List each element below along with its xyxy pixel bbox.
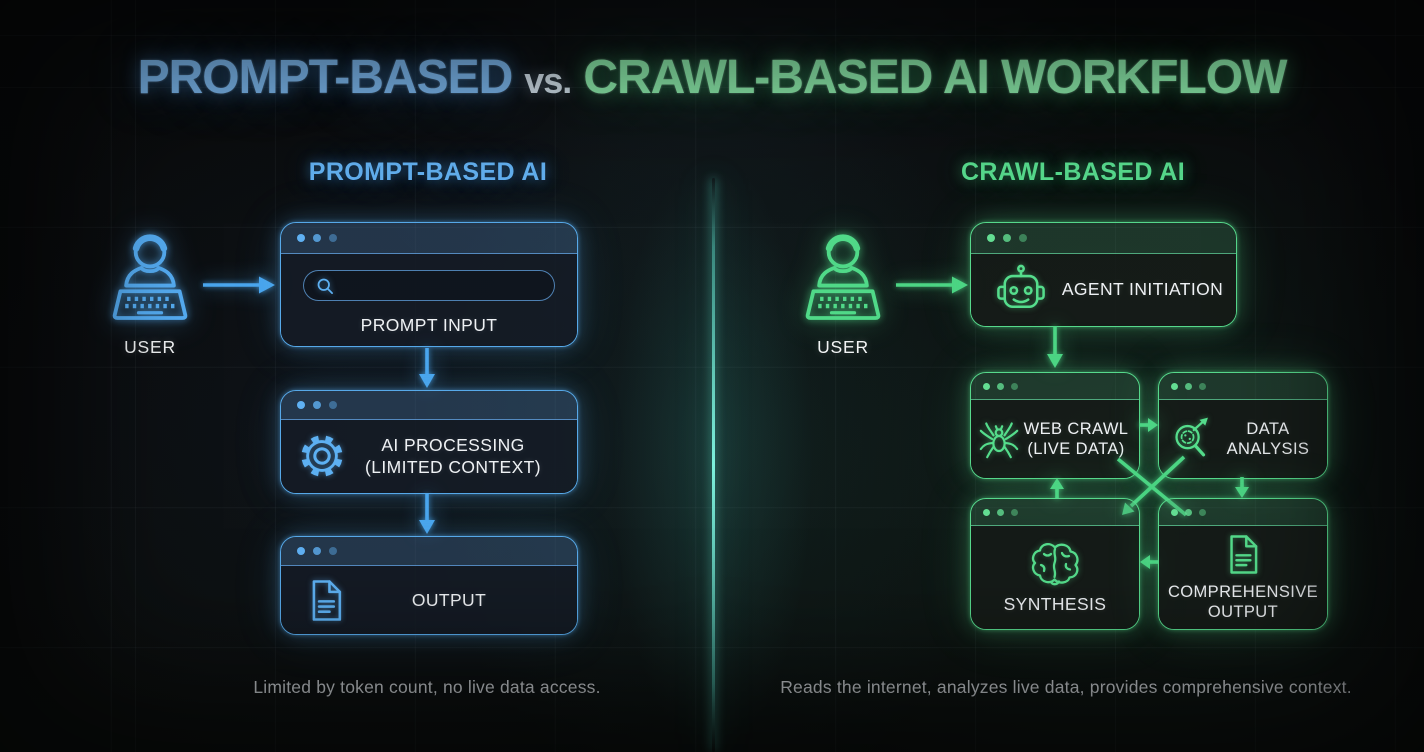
robot-icon [997,264,1045,309]
agent-initiation-label: AGENT INITIATION [1061,279,1224,299]
webcrawl-to-analysis-arrow [1139,418,1158,432]
web-crawl-box: WEB CRAWL (LIVE DATA) [970,372,1140,479]
window-dot [313,401,321,409]
analysis-to-output-arrow [1235,477,1249,498]
window-dot [1171,382,1178,390]
output-label: OUTPUT [411,590,487,610]
user-label: USER [124,337,176,357]
window-dot [1003,234,1011,242]
search-bar [303,270,555,301]
processing-to-output-arrow [419,494,435,534]
synthesis-label: SYNTHESIS [1003,594,1107,615]
window-dot [997,382,1004,390]
window-dot [297,547,305,555]
left-caption: Limited by token count, no live data acc… [253,677,601,697]
right-section-heading: CRAWL-BASED AI [960,158,1186,186]
window-dot [1185,382,1192,390]
window-dot [297,401,305,409]
section-divider [712,178,715,752]
document-icon [312,580,342,621]
window-dot [1171,508,1178,516]
document-icon [1230,534,1258,574]
prompt-input-label: PROMPT INPUT [360,315,498,335]
left-section-heading: PROMPT-BASED AI [308,158,548,186]
window-dots [1159,499,1327,526]
prompt-input-box: PROMPT INPUT [280,222,578,347]
brain-icon [1031,543,1079,586]
agent-initiation-box: AGENT INITIATION [970,222,1237,327]
window-dot [329,234,337,242]
user-to-prompt-arrow [203,276,275,294]
comprehensive-output-box: COMPREHENSIVE OUTPUT [1158,498,1328,630]
agent-to-webcrawl-arrow [1047,326,1063,368]
right-caption: Reads the internet, analyzes live data, … [780,677,1352,697]
window-dot [1199,508,1206,516]
window-dot [983,382,990,390]
window-dot [1185,508,1192,516]
chart-magnifier-icon [1175,417,1208,457]
prompt-to-processing-arrow [419,348,435,388]
gear-icon [301,435,343,477]
user-to-agent-arrow [896,276,968,294]
window-dots [971,373,1139,400]
window-dots [971,223,1236,254]
output-box: OUTPUT [280,536,578,635]
data-analysis-box: DATA ANALYSIS [1158,372,1328,479]
synthesis-to-webcrawl-arrow [1050,478,1064,499]
user-label: USER [817,337,869,357]
synthesis-box: SYNTHESIS [970,498,1140,630]
window-dots [1159,373,1327,400]
window-dot [1199,382,1206,390]
window-dot [987,234,995,242]
web-crawl-label: WEB CRAWL (LIVE DATA) [1023,420,1129,459]
data-analysis-label: DATA ANALYSIS [1226,420,1310,459]
window-dot [997,508,1004,516]
window-dot [983,508,990,516]
window-dots [971,499,1139,526]
user-keyboard-icon [112,234,188,320]
window-dot [297,234,305,242]
window-dot [1011,508,1018,516]
comprehensive-output-label: COMPREHENSIVE OUTPUT [1167,582,1319,621]
window-dot [313,234,321,242]
title-prompt-based: PROMPT-BASED [137,51,514,104]
ai-processing-box: AI PROCESSING (LIMITED CONTEXT) [280,390,578,494]
window-dots [281,391,577,420]
title-crawl-based: CRAWL-BASED AI WORKFLOW [583,51,1287,104]
title-vs: vs. [524,60,572,101]
window-dot [313,547,321,555]
window-dot [1011,382,1018,390]
window-dots [281,537,577,566]
window-dot [1019,234,1027,242]
spider-icon [979,422,1019,459]
user-keyboard-icon [805,234,881,320]
window-dots [281,223,577,254]
window-dot [329,547,337,555]
ai-processing-label: AI PROCESSING (LIMITED CONTEXT) [365,435,541,477]
search-icon [317,278,333,294]
output-to-synthesis-arrow [1140,555,1159,569]
window-dot [329,401,337,409]
